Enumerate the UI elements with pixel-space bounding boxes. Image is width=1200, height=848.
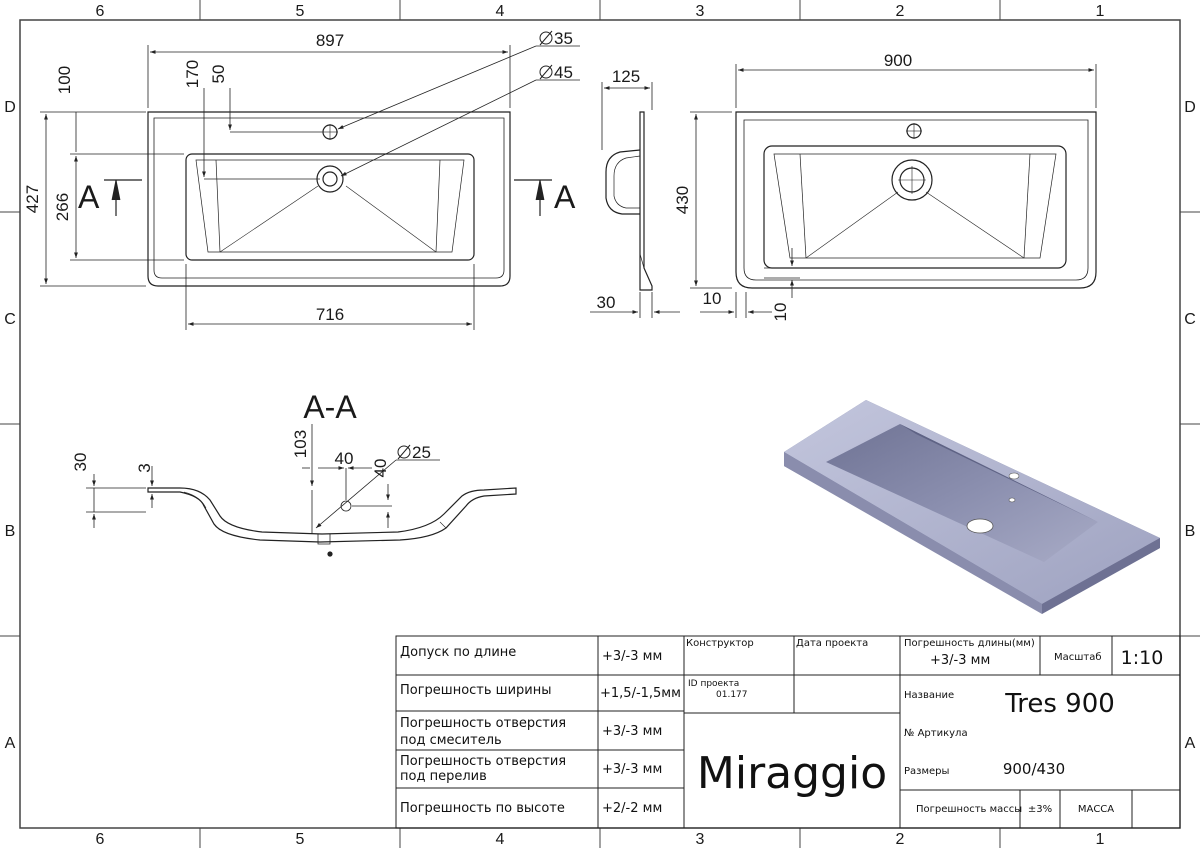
top-view	[147, 111, 511, 287]
tolerance-value: +3/-3 мм	[602, 649, 662, 664]
dim-430-label: 430	[673, 186, 692, 214]
section-title: A-A	[303, 389, 357, 425]
diameter-icon	[397, 444, 411, 460]
article-label: № Артикула	[904, 728, 968, 739]
section-mark-left: A	[78, 179, 100, 215]
tolerance-label: Погрешность отверстия	[400, 754, 566, 769]
dim-10-label: 10	[771, 303, 790, 322]
zone-row-label: C	[1184, 311, 1196, 328]
title-block-text: Допуск по длине +3/-3 мм Погрешность шир…	[400, 638, 1163, 816]
zone-col-label: 6	[96, 831, 105, 848]
dim-40-label: 40	[371, 459, 390, 478]
mass-tolerance-value: ±3%	[1028, 804, 1052, 815]
zone-col-label: 1	[1096, 831, 1105, 848]
zone-row-label: C	[4, 311, 16, 328]
dim-897-label: 897	[316, 31, 344, 50]
dim-125-label: 125	[612, 67, 640, 86]
diameter-icon	[539, 30, 553, 80]
dim-10-label: 10	[703, 289, 722, 308]
tolerance-label: под перелив	[400, 769, 487, 784]
top-view-inner-rim	[153, 117, 505, 279]
tolerance-label: под смеситель	[400, 733, 502, 748]
dim-900-label: 900	[884, 51, 912, 70]
dim-716-label: 716	[316, 305, 344, 324]
tolerance-label: Погрешность отверстия	[400, 716, 566, 731]
section-labels: 30 3 103 40 40 25	[71, 430, 431, 478]
hole-25-label: 25	[412, 443, 431, 462]
top-view-labels: 897 716 427 266 100 170 50 35 45 A A	[23, 29, 576, 324]
zone-col-label: 2	[896, 3, 905, 20]
zone-row-label: D	[4, 99, 16, 116]
drain-hole	[316, 165, 344, 193]
top-view-outline	[147, 111, 511, 287]
section-dimensions	[86, 424, 440, 534]
zone-col-label: 2	[896, 831, 905, 848]
zone-row-label: D	[1184, 99, 1196, 116]
side-view-labels: 125 30	[597, 67, 641, 312]
zone-labels: 6 5 4 3 2 1 6 5 4 3 2 1 D C B A D C B A	[4, 3, 1196, 848]
size-value: 900/430	[1003, 760, 1065, 778]
outer-view-labels: 900 430 10 10	[673, 51, 912, 321]
section-view	[147, 487, 517, 557]
scale-value: 1:10	[1121, 647, 1164, 669]
zone-col-label: 5	[296, 3, 305, 20]
dim-30-label: 30	[71, 453, 90, 472]
tolerance-value: +3/-3 мм	[602, 724, 662, 739]
drain-hole	[891, 159, 933, 201]
outer-view-outline	[735, 111, 1097, 289]
zone-col-label: 1	[1096, 3, 1105, 20]
zone-col-label: 6	[96, 3, 105, 20]
zone-row-label: B	[5, 523, 16, 540]
size-label: Размеры	[904, 766, 949, 777]
hole-45-label: 45	[554, 63, 573, 82]
tolerance-label: Погрешность по высоте	[400, 801, 565, 816]
tolerance-label: Погрешность ширины	[400, 683, 551, 698]
tolerance-value: +3/-3 мм	[602, 762, 662, 777]
dim-50-label: 50	[209, 65, 228, 84]
dim-3-label: 3	[135, 463, 154, 472]
zone-row-label: B	[1185, 523, 1196, 540]
zone-row-label: A	[5, 735, 16, 752]
dim-30-label: 30	[597, 293, 616, 312]
date-label: Дата проекта	[796, 638, 868, 649]
dim-266-label: 266	[53, 193, 72, 221]
dim-100-label: 100	[55, 66, 74, 94]
scale-label: Масштаб	[1054, 652, 1102, 663]
tolerance-value: +1,5/-1,5мм	[600, 686, 681, 701]
mass-tolerance-label: Погрешность массы	[916, 804, 1022, 815]
section-mark-right: A	[554, 179, 576, 215]
outer-view-dimensions	[690, 64, 1097, 318]
designer-label: Конструктор	[686, 638, 754, 649]
side-view	[605, 111, 653, 291]
tolerance-value: +2/-2 мм	[602, 801, 662, 816]
zone-col-label: 4	[496, 831, 505, 848]
top-view-dimensions	[40, 45, 580, 330]
length-tolerance-value: +3/-3 мм	[930, 653, 990, 668]
basin-3d-render	[784, 400, 1160, 614]
project-id-value: 01.177	[716, 690, 748, 700]
side-view-dimensions	[590, 82, 680, 318]
mass-label: МАССА	[1078, 804, 1114, 815]
dim-427-label: 427	[23, 185, 42, 213]
brand-logo: Miraggio	[697, 748, 887, 799]
title-block	[395, 635, 1181, 829]
product-name: Tres 900	[1004, 689, 1115, 719]
length-tolerance-label: Погрешность длины(мм)	[904, 638, 1035, 649]
dim-170-label: 170	[183, 60, 202, 88]
zone-col-label: 5	[296, 831, 305, 848]
hole-35-label: 35	[554, 29, 573, 48]
outer-view	[735, 111, 1097, 289]
dim-40-label: 40	[335, 449, 354, 468]
dim-103-label: 103	[291, 430, 310, 458]
zone-col-label: 3	[696, 3, 705, 20]
zone-col-label: 4	[496, 3, 505, 20]
project-id-label: ID проекта	[688, 679, 739, 689]
zone-col-label: 3	[696, 831, 705, 848]
name-label: Название	[904, 690, 954, 701]
zone-row-label: A	[1185, 735, 1196, 752]
top-view-basin	[185, 153, 475, 261]
tolerance-label: Допуск по длине	[400, 645, 516, 660]
